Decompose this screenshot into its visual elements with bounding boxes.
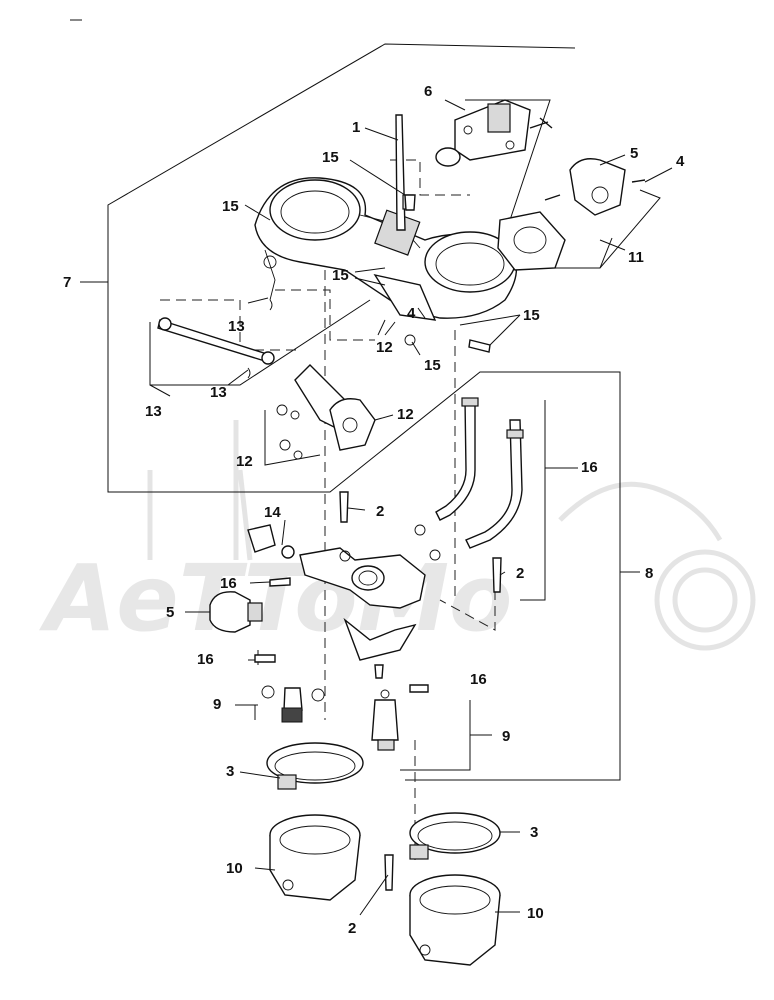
part-1-rod bbox=[395, 114, 414, 231]
part-5-pressure-regulator bbox=[209, 591, 263, 633]
callout-2b: 2 bbox=[516, 565, 524, 582]
part-16-fuel-pipes bbox=[435, 397, 524, 549]
throttle-body bbox=[254, 177, 518, 321]
callout-2c: 2 bbox=[348, 920, 356, 937]
callout-12b: 12 bbox=[397, 406, 414, 423]
callout-6: 6 bbox=[424, 83, 432, 100]
callout-4a: 4 bbox=[676, 153, 685, 170]
callout-13c: 13 bbox=[145, 403, 162, 420]
part-5-top-sensor bbox=[544, 158, 646, 216]
callout-13b: 13 bbox=[210, 384, 227, 401]
callout-16d: 16 bbox=[470, 671, 487, 688]
callout-14: 14 bbox=[264, 504, 281, 521]
callout-12c: 12 bbox=[236, 453, 253, 470]
callout-13a: 13 bbox=[228, 318, 245, 335]
part-9-injectors bbox=[261, 685, 399, 751]
part-8-fuel-rail bbox=[299, 524, 441, 661]
callout-4b: 4 bbox=[407, 305, 416, 322]
callout-5b: 5 bbox=[166, 604, 174, 621]
part-14-fitting bbox=[247, 524, 295, 559]
callout-12a: 12 bbox=[376, 339, 393, 356]
part-3-clamps bbox=[266, 742, 501, 860]
watermark: AeTToMo bbox=[39, 420, 756, 652]
callout-10a: 10 bbox=[226, 860, 243, 877]
callout-16c: 16 bbox=[197, 651, 214, 668]
part-13-linkage-rod bbox=[157, 299, 275, 379]
callout-1: 1 bbox=[352, 119, 360, 136]
callout-15e: 15 bbox=[424, 357, 441, 374]
callout-16a: 16 bbox=[581, 459, 598, 476]
watermark-text: AeTToMo bbox=[39, 545, 512, 652]
part-6-idle-control-motor bbox=[435, 99, 553, 167]
callout-15d: 15 bbox=[523, 307, 540, 324]
bracket-lines bbox=[80, 43, 661, 781]
leader-lines bbox=[185, 99, 673, 916]
callout-labels: 1 2 2 2 3 3 4 4 5 5 6 7 8 9 9 10 10 11 1… bbox=[63, 83, 685, 937]
callout-16b: 16 bbox=[220, 575, 237, 592]
part-10-flanges bbox=[269, 814, 501, 966]
callout-10b: 10 bbox=[527, 905, 544, 922]
callout-3b: 3 bbox=[530, 824, 538, 841]
callout-11: 11 bbox=[628, 249, 644, 266]
callout-8: 8 bbox=[645, 565, 653, 582]
part-12-pulley bbox=[276, 364, 376, 460]
callout-15b: 15 bbox=[222, 198, 239, 215]
small-fasteners bbox=[254, 194, 491, 693]
callout-7: 7 bbox=[63, 274, 71, 291]
callout-15c: 15 bbox=[332, 267, 349, 284]
callout-15a: 15 bbox=[322, 149, 339, 166]
part-2-bolts bbox=[339, 491, 502, 891]
callout-9b: 9 bbox=[502, 728, 510, 745]
callout-9a: 9 bbox=[213, 696, 221, 713]
callout-2a: 2 bbox=[376, 503, 384, 520]
callout-3a: 3 bbox=[226, 763, 234, 780]
callout-5a: 5 bbox=[630, 145, 638, 162]
part-11-gasket bbox=[497, 211, 566, 271]
